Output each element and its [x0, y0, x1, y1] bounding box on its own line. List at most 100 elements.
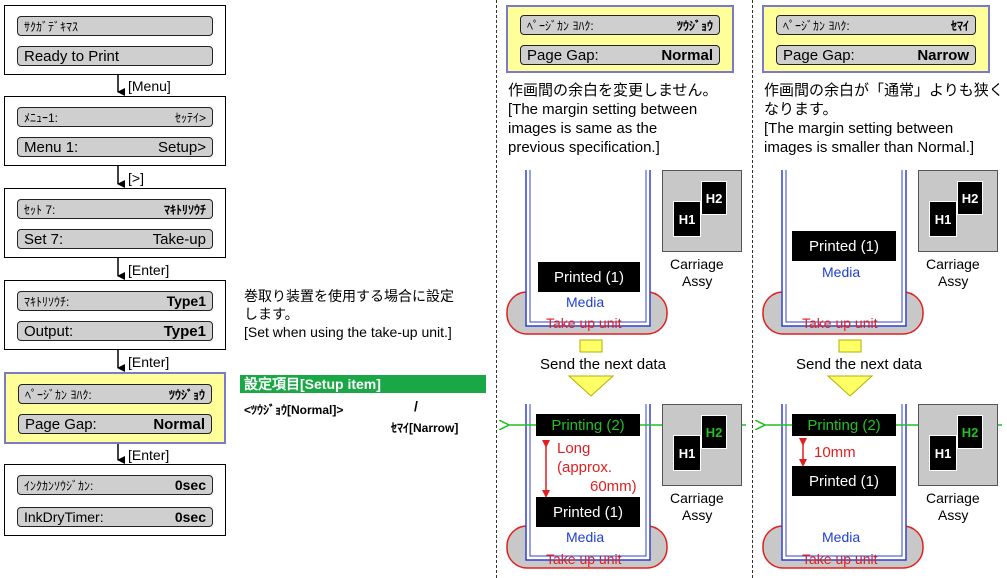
carriage-label-line1: Carriage [670, 490, 724, 506]
narrow-desc-line1: 作画間の余白が「通常」よりも狭く [764, 82, 1004, 99]
takeup-note-line2: します。 [244, 306, 299, 322]
printed-1-block: Printed (1) [538, 262, 640, 292]
takeup-label: Take up unit [802, 551, 878, 567]
printed-1-block: Printed (1) [792, 466, 896, 496]
lcd-right-text: Type1 [163, 322, 206, 340]
printed-1-block: Printed (1) [792, 231, 896, 261]
lcd-right-text: ｾｯﾃｲ> [174, 110, 206, 125]
lcd-line-2: InkDryTimer: 0sec [17, 507, 213, 527]
lcd-left-text: InkDryTimer: [24, 509, 104, 525]
lcd-right-text: Type1 [166, 293, 206, 309]
media-outline-inner [529, 170, 647, 323]
lcd-left-text: Output: [24, 322, 74, 340]
narrow-desc-line4: images is smaller than Normal.] [764, 139, 975, 156]
lcd-panel-page-gap: ﾍﾟｰｼﾞｶﾝ ﾖﾊｸ: ﾂｳｼﾞｮｳ Page Gap: Normal [4, 372, 226, 444]
lcd-left-text: Ready to Print [24, 47, 120, 65]
carriage-assy: H2 H1 [918, 170, 998, 252]
head-h1: H1 [929, 435, 957, 471]
lcd-line-1: ｾｯﾄ 7: ﾏｷﾄﾘｿｳﾁ [17, 199, 213, 219]
media-label: Media [822, 529, 861, 545]
lcd-panel-menu: ﾒﾆｭｰ1: ｾｯﾃｲ> Menu 1: Setup> [4, 96, 226, 166]
section-divider [496, 0, 497, 578]
lcd-left-text: Page Gap: [25, 415, 97, 433]
lcd-left-text: ｲﾝｸｶﾝｿｳｼﾞｶﾝ: [24, 478, 94, 493]
takeup-note-line1: 巻取り装置を使用する場合に設定 [244, 288, 454, 304]
lcd-panel-ink-dry-timer: ｲﾝｸｶﾝｿｳｼﾞｶﾝ: 0sec InkDryTimer: 0sec [4, 464, 226, 536]
takeup-note-line3: [Set when using the take-up unit.] [244, 324, 452, 340]
lcd-line-2: Page Gap: Narrow [776, 45, 976, 65]
head-h2: H2 [701, 181, 727, 215]
send-arrow-head [826, 375, 874, 397]
lcd-line-2: Ready to Print [17, 46, 213, 66]
carriage-label-line2: Assy [682, 273, 713, 289]
step-label: [Enter] [128, 354, 170, 370]
gap-label: 10mm [814, 444, 856, 461]
step-label: [Enter] [128, 447, 170, 463]
lcd-right-text: Take-up [152, 230, 206, 248]
lcd-right-text: Setup> [158, 138, 206, 156]
carriage-label-line2: Assy [938, 507, 969, 523]
normal-desc-line3: images is same as the [508, 120, 658, 137]
send-next-data-label: Send the next data [796, 356, 922, 373]
media-outline-inner [785, 170, 903, 323]
send-arrow-shaft [579, 339, 603, 353]
lcd-panel-set7: ｾｯﾄ 7: ﾏｷﾄﾘｿｳﾁ Set 7: Take-up [4, 188, 226, 258]
media-outline-inner [785, 404, 903, 557]
lcd-panel-ready: ｻｸｶﾞﾃﾞｷﾏｽ Ready to Print [4, 5, 226, 75]
lcd-line-1: ｻｸｶﾞﾃﾞｷﾏｽ [17, 16, 213, 36]
normal-desc-line2: [The margin setting between [508, 101, 698, 118]
lcd-line-1: ﾍﾟｰｼﾞｶﾝ ﾖﾊｸ: ﾂｳｼﾞｮｳ [520, 15, 720, 35]
head-h2: H2 [701, 415, 727, 449]
lcd-panel-takeup-output: ﾏｷﾄﾘｿｳﾁ: Type1 Output: Type1 [4, 280, 226, 350]
carriage-assy: H2 H1 [662, 404, 742, 486]
printing-2-block: Printing (2) [536, 414, 640, 436]
lcd-left-text: ﾍﾟｰｼﾞｶﾝ ﾖﾊｸ: [527, 18, 594, 33]
lcd-right-text: ｾﾏｲ [950, 18, 969, 33]
lcd-left-text: ｻｸｶﾞﾃﾞｷﾏｽ [24, 19, 79, 34]
lcd-line-2: Set 7: Take-up [17, 229, 213, 249]
lcd-right-text: 0sec [174, 477, 206, 493]
setup-option-narrow: ｾﾏｲ[Narrow] [391, 421, 459, 435]
setup-item-header: 設定項目[Setup item] [240, 375, 486, 393]
lcd-left-text: Menu 1: [24, 138, 79, 156]
head-h2: H2 [957, 415, 983, 449]
narrow-desc-line3: [The margin setting between [764, 120, 954, 137]
lcd-right-text: Narrow [917, 46, 969, 64]
lcd-panel-narrow: ﾍﾟｰｼﾞｶﾝ ﾖﾊｸ: ｾﾏｲ Page Gap: Narrow [762, 5, 990, 73]
lcd-left-text: ﾒﾆｭｰ1: [24, 110, 59, 125]
head-h2: H2 [957, 181, 983, 215]
step-label: [>] [128, 170, 144, 186]
lcd-right-text: Normal [153, 415, 205, 433]
normal-desc-line4: previous specification.] [508, 139, 660, 156]
lcd-right-text: ﾂｳｼﾞｮｳ [168, 387, 205, 402]
carriage-label-line1: Carriage [670, 256, 724, 272]
lcd-line-2: Page Gap: Normal [18, 414, 212, 434]
lcd-line-2: Page Gap: Normal [520, 45, 720, 65]
lcd-right-text: ﾏｷﾄﾘｿｳﾁ [163, 202, 206, 217]
step-label: [Enter] [128, 262, 170, 278]
lcd-left-text: ｾｯﾄ 7: [24, 202, 56, 217]
carriage-label-line2: Assy [682, 507, 713, 523]
carriage-assy: H2 H1 [918, 404, 998, 486]
send-arrow-head [567, 375, 615, 397]
flow-arrows [117, 75, 125, 464]
narrow-desc-line2: なります。 [764, 101, 838, 118]
lcd-line-1: ﾒﾆｭｰ1: ｾｯﾃｲ> [17, 107, 213, 127]
lcd-line-1: ﾏｷﾄﾘｿｳﾁ: Type1 [17, 291, 213, 311]
media-label: Media [822, 264, 861, 280]
lcd-line-1: ｲﾝｸｶﾝｿｳｼﾞｶﾝ: 0sec [17, 475, 213, 495]
lcd-left-text: ﾍﾟｰｼﾞｶﾝ ﾖﾊｸ: [25, 387, 92, 402]
lcd-line-2: Output: Type1 [17, 321, 213, 341]
lcd-right-text: 0sec [174, 509, 206, 525]
head-h1: H1 [673, 435, 701, 471]
normal-desc-line1: 作画間の余白を変更しません。 [508, 82, 718, 99]
media-label: Media [566, 294, 605, 310]
gap-label-line3: 60mm) [590, 478, 637, 495]
printing-2-block: Printing (2) [792, 414, 896, 436]
lcd-right-text: Normal [661, 46, 713, 64]
takeup-label: Take up unit [802, 315, 878, 331]
lcd-left-text: Set 7: [24, 230, 64, 248]
lcd-line-1: ﾍﾟｰｼﾞｶﾝ ﾖﾊｸ: ｾﾏｲ [776, 15, 976, 35]
takeup-label: Take up unit [546, 551, 622, 567]
gap-label-line1: Long [557, 440, 591, 457]
